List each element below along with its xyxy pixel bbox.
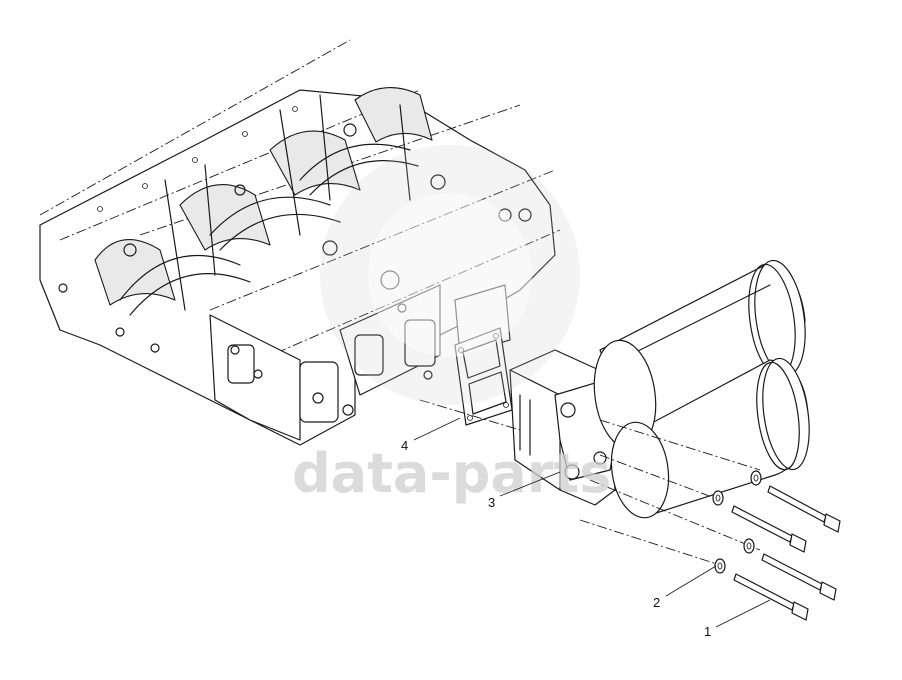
watermark-text: data-parts xyxy=(292,442,611,505)
leader-2 xyxy=(665,565,717,597)
leader-4 xyxy=(413,417,461,441)
callout-3: 3 xyxy=(488,495,495,510)
callout-leaders xyxy=(413,417,771,628)
callout-4: 4 xyxy=(401,438,408,453)
leader-3 xyxy=(499,471,561,497)
filter-canisters xyxy=(593,259,810,519)
part-1-bolts xyxy=(731,485,841,621)
leader-1 xyxy=(715,599,771,628)
part-2-washers xyxy=(712,470,762,574)
engine-block xyxy=(39,39,561,446)
callout-2: 2 xyxy=(653,595,660,610)
part-4-gasket xyxy=(454,327,513,426)
watermark: data-parts xyxy=(292,145,611,505)
callout-1: 1 xyxy=(704,624,711,639)
assembly-axes xyxy=(419,399,761,566)
